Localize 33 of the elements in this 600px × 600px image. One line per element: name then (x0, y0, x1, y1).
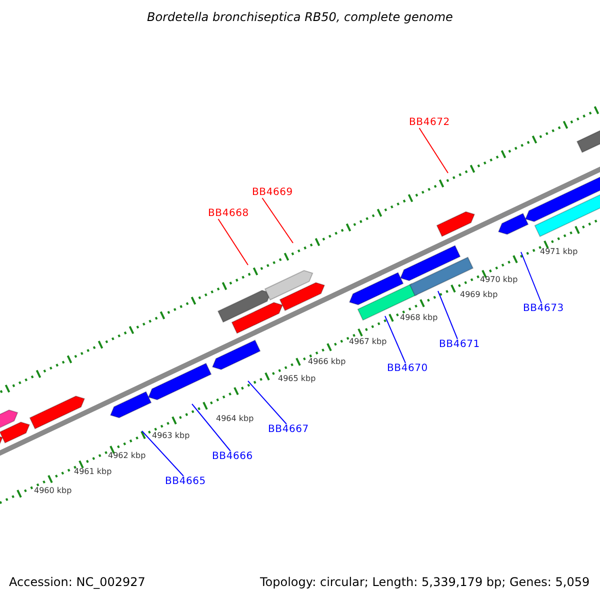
scale-label: 4962 kbp (108, 451, 146, 460)
scale-label: 4969 kbp (460, 290, 498, 299)
gene-label: BB4667 (268, 424, 309, 435)
scale-label: 4967 kbp (349, 337, 387, 346)
leader-line (520, 252, 542, 304)
scale-label: 4968 kbp (400, 313, 438, 322)
scale-label: 4963 kbp (152, 431, 190, 440)
leader-line (384, 316, 406, 364)
leader-line (438, 290, 458, 340)
leader-line (248, 380, 287, 424)
leader-line (418, 128, 448, 174)
scale-label: 4961 kbp (74, 467, 112, 476)
gene-label: BB4665 (165, 476, 206, 487)
leader-line (142, 430, 184, 476)
gene-label: BB4668 (208, 208, 249, 219)
scale-label: 4971 kbp (540, 247, 578, 256)
scale-label: 4964 kbp (216, 414, 254, 423)
map-title: Bordetella bronchiseptica RB50, complete genome (146, 10, 454, 24)
scale-label: 4970 kbp (480, 275, 518, 284)
footer-text: Topology: circular; Length: 5,339,179 bp; Genes: 5,059 (260, 575, 590, 589)
gene-label: BB4672 (409, 117, 450, 128)
leader-line (218, 218, 248, 266)
gene-label: BB4671 (439, 339, 480, 350)
leader-line (192, 404, 231, 452)
gene-label: BB4670 (387, 363, 428, 374)
scale-label: 4965 kbp (278, 374, 316, 383)
leader-line (262, 198, 294, 244)
gene-label: BB4666 (212, 451, 253, 462)
scale-label: 4966 kbp (308, 357, 346, 366)
scale-label: 4960 kbp (34, 486, 72, 495)
gene-label: BB4673 (523, 303, 564, 314)
gene-label: BB4669 (252, 187, 293, 198)
footer-text: Accession: NC_002927 (9, 575, 146, 589)
